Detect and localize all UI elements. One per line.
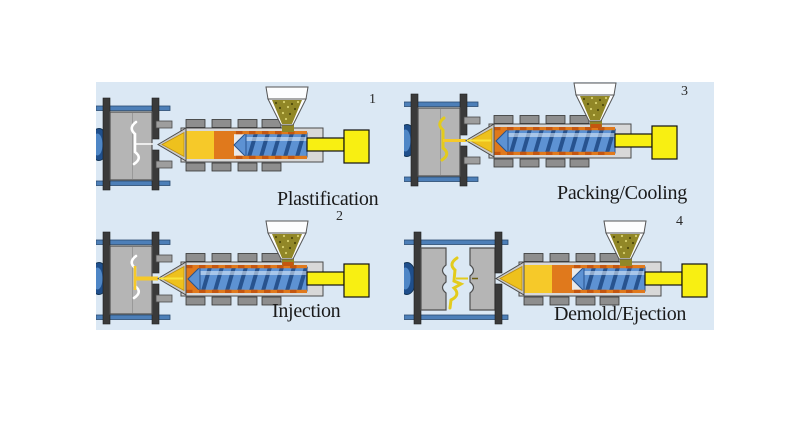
stage-number: 4 [676,214,683,229]
screw [187,265,308,293]
screw [233,131,308,159]
injection-unit [157,220,370,306]
ejected-part [448,256,478,310]
stage-number: 3 [681,84,688,99]
injection-unit [495,220,708,306]
stage-label-plastification: Plastification [277,188,379,210]
nozzle [157,261,187,296]
mold-clamp-unit [397,231,509,325]
hydraulic-cylinder [306,129,370,164]
stage-label-demold-ejection: Demold/Ejection [554,303,687,325]
nozzle [465,123,495,158]
injection-unit [465,82,678,168]
stage-number: 1 [369,92,376,107]
stage-label-packing-cooling: Packing/Cooling [557,182,687,204]
nozzle [157,127,187,162]
mold-clamp-unit [397,93,481,187]
hydraulic-cylinder [306,263,370,298]
mold-clamp-unit [89,97,173,191]
hopper [603,220,647,266]
hopper [265,86,309,132]
machine-illustration-injection [89,218,408,330]
hopper [573,82,617,128]
hopper [265,220,309,266]
nozzle [495,261,525,296]
hydraulic-cylinder [614,125,678,160]
machine-illustration-packing-cooling [397,80,716,192]
hydraulic-cylinder [644,263,708,298]
stage-number: 2 [336,209,343,224]
screw [495,127,616,155]
injection-unit [157,86,370,172]
stage-label-injection: Injection [272,300,341,322]
machine-illustration-demold-ejection [397,218,716,330]
screw [571,265,646,293]
machine-illustration-plastification [89,84,408,196]
